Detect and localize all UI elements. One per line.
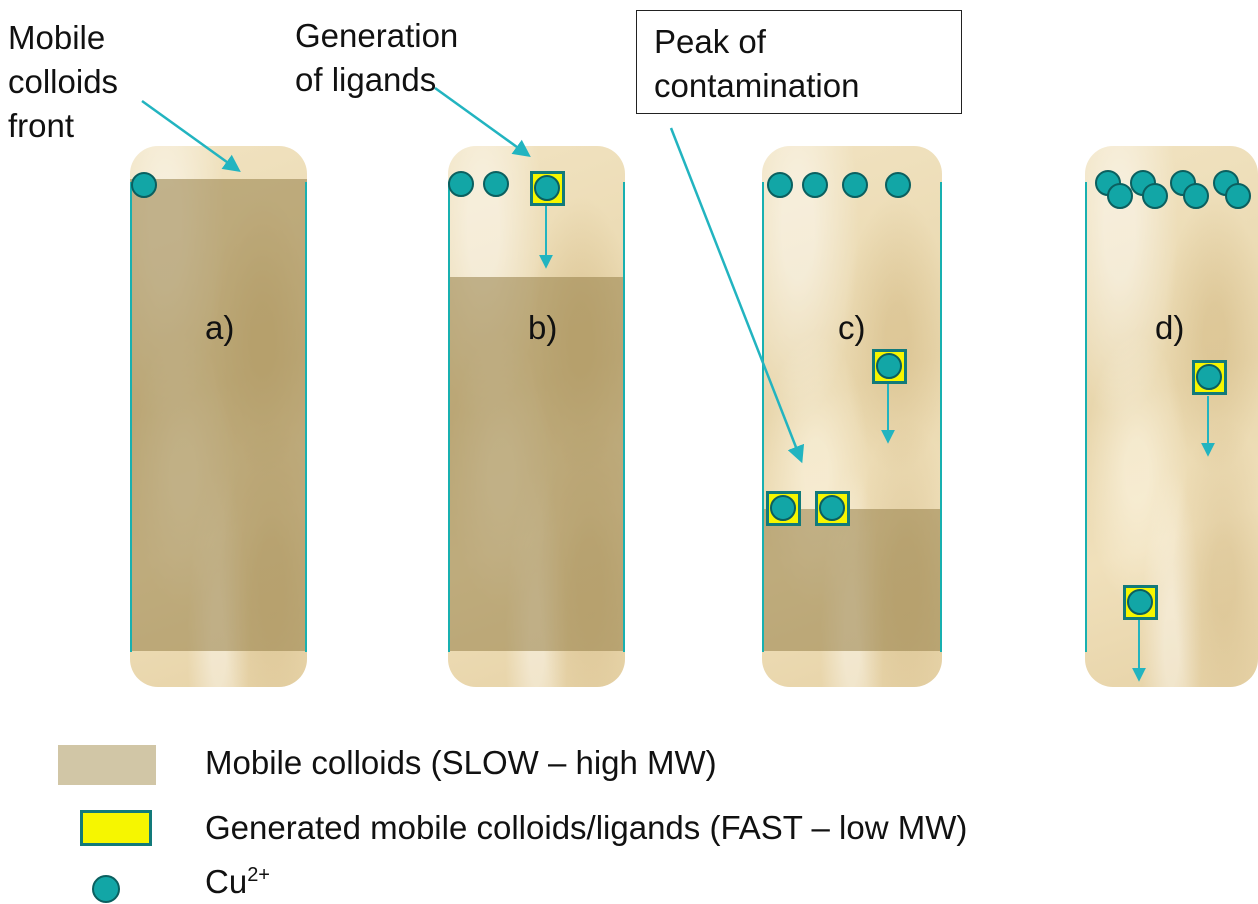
ligand-complex bbox=[766, 491, 801, 526]
cu-ion bbox=[767, 172, 793, 198]
cu-ion bbox=[876, 353, 902, 379]
column-b-label: b) bbox=[528, 309, 558, 346]
column-b bbox=[448, 146, 625, 687]
column-d-label: d) bbox=[1155, 309, 1185, 346]
column-c bbox=[762, 146, 942, 687]
cu-ion bbox=[1225, 183, 1251, 209]
generation-of-ligands-label: Generation of ligands bbox=[295, 17, 459, 98]
column-c-label: c) bbox=[838, 309, 866, 346]
cu-ion bbox=[1107, 183, 1133, 209]
column-b-left-edge bbox=[448, 182, 450, 652]
slow-colloid-zone bbox=[762, 509, 942, 651]
cu-ion bbox=[842, 172, 868, 198]
ligand-complex bbox=[530, 171, 565, 206]
cu-ion bbox=[483, 171, 509, 197]
legend-fast-swatch bbox=[80, 810, 152, 846]
column-a-right-edge bbox=[305, 182, 307, 652]
cu-ion bbox=[1183, 183, 1209, 209]
mobile-colloids-front-label: Mobile colloids front bbox=[8, 19, 119, 144]
cu-ion bbox=[448, 171, 474, 197]
cu-ion bbox=[534, 175, 560, 201]
cu-ion bbox=[819, 495, 845, 521]
cu-ion bbox=[1142, 183, 1168, 209]
cu-ion bbox=[1196, 364, 1222, 390]
slow-colloid-zone bbox=[130, 179, 307, 651]
column-c-right-edge bbox=[940, 182, 942, 652]
peak-of-contamination-box: Peak of contamination bbox=[636, 10, 962, 114]
legend-fast-text: Generated mobile colloids/ligands (FAST … bbox=[205, 809, 968, 846]
cu-ion bbox=[131, 172, 157, 198]
pointer-arrow-generation-ligands bbox=[434, 86, 531, 158]
ligand-complex bbox=[1192, 360, 1227, 395]
column-a-label: a) bbox=[205, 309, 235, 346]
legend-slow-swatch bbox=[58, 745, 156, 785]
column-d bbox=[1085, 146, 1258, 687]
column-d-left-edge bbox=[1085, 182, 1087, 652]
column-a bbox=[130, 146, 307, 687]
legend-cu-dot bbox=[92, 875, 120, 903]
pointer-arrow-peak-contamination bbox=[669, 127, 805, 464]
ligand-complex bbox=[872, 349, 907, 384]
slow-colloid-zone bbox=[448, 277, 625, 651]
ligand-complex bbox=[815, 491, 850, 526]
legend-slow-text: Mobile colloids (SLOW – high MW) bbox=[205, 744, 717, 781]
column-c-left-edge bbox=[762, 182, 764, 652]
cu-ion bbox=[885, 172, 911, 198]
cu-ion bbox=[802, 172, 828, 198]
cu-ion bbox=[1127, 589, 1153, 615]
cu-ion bbox=[770, 495, 796, 521]
column-a-left-edge bbox=[130, 182, 132, 652]
legend-cu-text: Cu2+ bbox=[205, 863, 270, 900]
pointer-arrow-colloids-front bbox=[141, 99, 241, 173]
ligand-complex bbox=[1123, 585, 1158, 620]
column-b-right-edge bbox=[623, 182, 625, 652]
